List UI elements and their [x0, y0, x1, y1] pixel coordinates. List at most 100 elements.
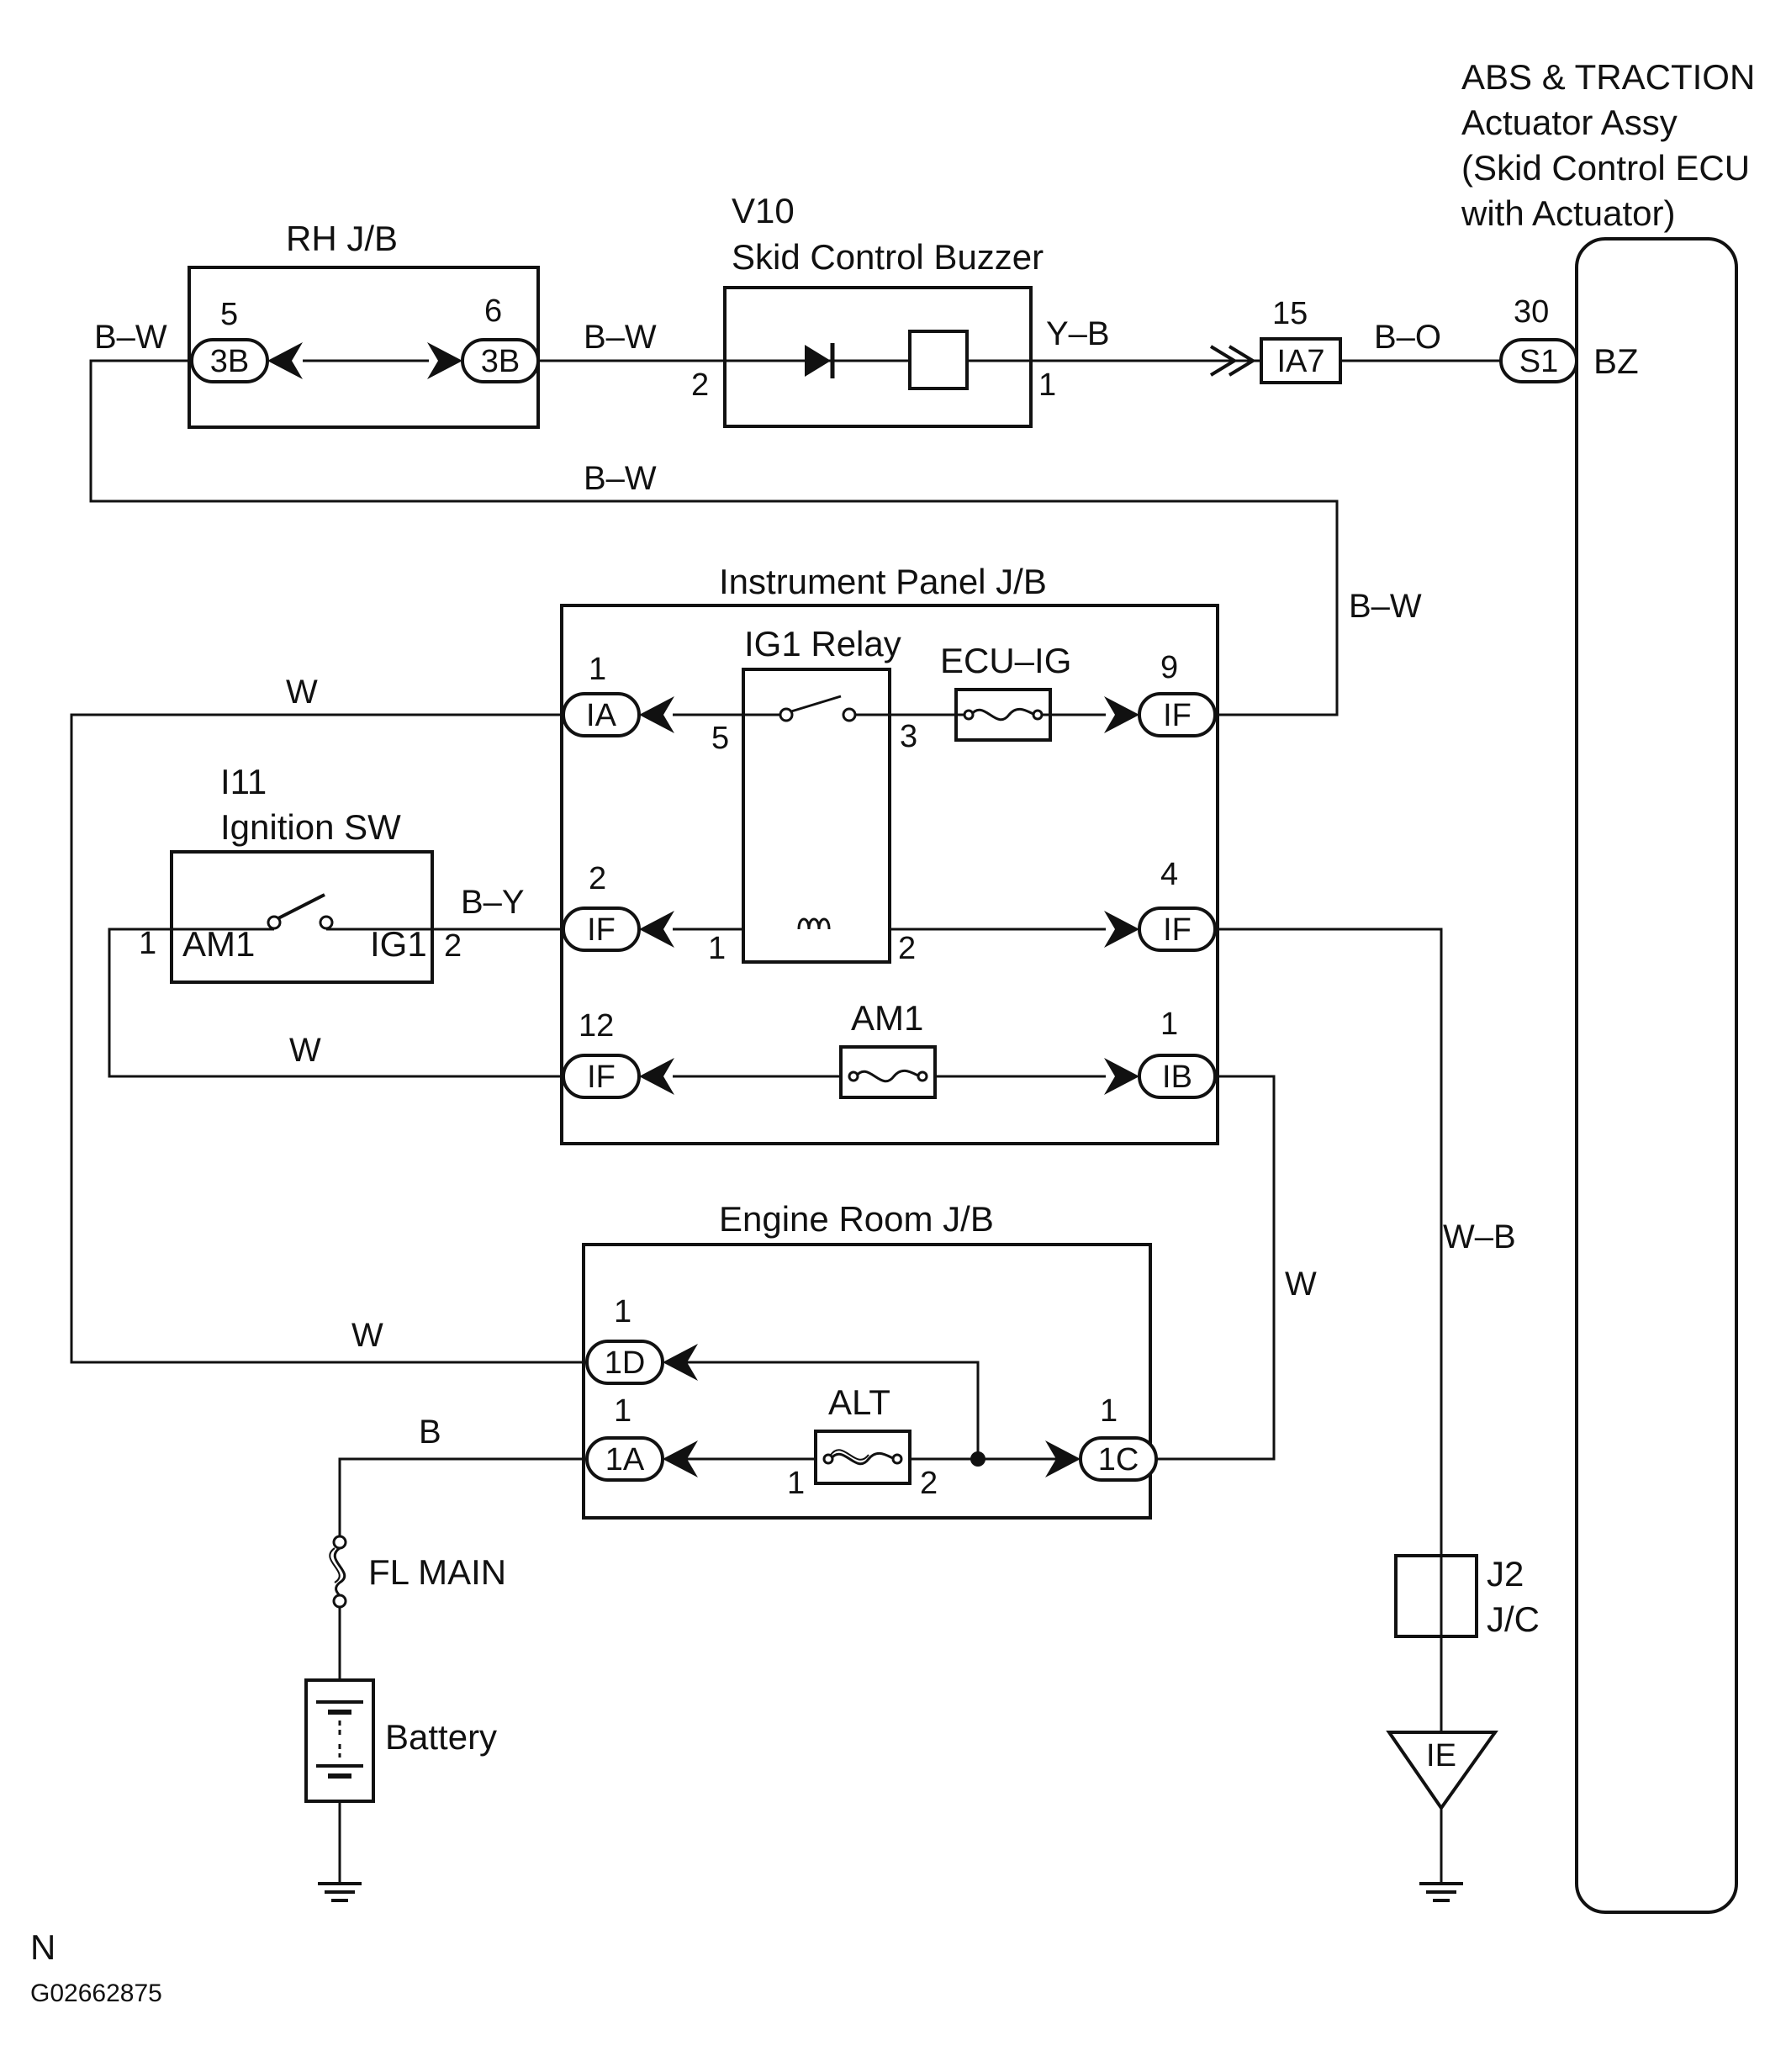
fl-main-fusible-link: FL MAIN: [329, 1535, 506, 1609]
connector-ia7-group: 15 IA7 30 S1: [1209, 294, 1578, 384]
rh-jb-label: RH J/B: [286, 219, 398, 258]
pin-5: 5: [220, 297, 238, 332]
connector-1d-label: 1D: [605, 1345, 646, 1381]
ecu-title-2: Actuator Assy: [1461, 103, 1678, 142]
battery: Battery: [304, 1678, 497, 1803]
double-arrow-icon-2: [1228, 345, 1256, 377]
alt-fuse-label: ALT: [828, 1382, 890, 1422]
connector-if4-arrow: [1104, 911, 1139, 948]
skid-control-buzzer: V10 Skid Control Buzzer 2 1: [691, 191, 1056, 428]
ignition-contact-b: [319, 915, 334, 930]
wire-label-b: B: [419, 1414, 441, 1451]
ignition-code: I11: [220, 762, 267, 801]
ecu-title-4: with Actuator): [1461, 193, 1675, 233]
ground-icon: [1418, 1882, 1465, 1902]
relay-coil-icon: [797, 917, 831, 930]
wire-label-w-4: W: [351, 1317, 383, 1354]
connector-if-4[interactable]: [1138, 906, 1217, 952]
connector-if2-arrow: [639, 911, 674, 948]
buzzer-box: [723, 286, 1033, 428]
fl-main-icon: [333, 1546, 346, 1597]
jc-label: J/C: [1487, 1599, 1540, 1639]
ecu-ig-fuse-label: ECU–IG: [940, 641, 1071, 680]
pin-30: 30: [1514, 294, 1549, 330]
fusible-link-icon: [829, 1451, 896, 1466]
ib-pin-1: 1: [1160, 1007, 1178, 1042]
pin-6: 6: [484, 293, 502, 329]
engine-room-jb-box: [582, 1243, 1152, 1520]
ignition-switch-arm: [277, 893, 325, 920]
connector-ia7-label: IA7: [1276, 344, 1324, 379]
wire-label-bw-4: B–W: [1349, 588, 1422, 625]
wire-label-wb: W–B: [1443, 1218, 1516, 1255]
connector-arrow-right: [427, 342, 462, 379]
footer-code: G02662875: [30, 1980, 162, 2007]
buzzer-element-icon: [908, 330, 969, 390]
fuse-icon: [970, 707, 1036, 722]
footer-n: N: [30, 1927, 55, 1967]
ecu-title-1: ABS & TRACTION: [1461, 57, 1755, 97]
buzzer-pin-1: 1: [1038, 367, 1056, 403]
ecu-title-3: (Skid Control ECU: [1461, 148, 1750, 188]
connector-ia7[interactable]: [1260, 337, 1342, 384]
connector-ia-arrow: [639, 696, 674, 733]
ignition-switch: I11 Ignition SW AM1 IG1 1 2: [139, 762, 462, 984]
connector-ib[interactable]: [1138, 1054, 1217, 1099]
ground-icon: [316, 1882, 363, 1902]
ig1-relay-label: IG1 Relay: [744, 624, 901, 663]
wire-b-battery: [338, 1457, 587, 1539]
battery-label: Battery: [385, 1717, 497, 1757]
fl-main-label: FL MAIN: [368, 1552, 506, 1592]
connector-1c[interactable]: [1079, 1436, 1158, 1482]
ground-point-ie: IE: [1386, 1731, 1498, 1811]
ignition-terminal-ig1: IG1: [370, 924, 427, 964]
connector-3b-right-label: 3B: [481, 344, 520, 379]
buzzer-code: V10: [732, 191, 795, 230]
connector-ia-label: IA: [586, 698, 617, 733]
double-arrow-icon: [1209, 345, 1238, 377]
buzzer-pin-2: 2: [691, 367, 709, 403]
connector-1c-label: 1C: [1098, 1442, 1139, 1477]
ecu-terminal-bz: BZ: [1593, 341, 1639, 381]
ignition-contact-a: [267, 915, 282, 930]
wire-label-bw-2: B–W: [584, 319, 657, 356]
ignition-name: Ignition SW: [220, 807, 401, 847]
ignition-contact-gap: [274, 917, 326, 942]
junction-dot: [970, 1451, 985, 1467]
connector-1c-arrow: [1045, 1440, 1081, 1477]
connector-1a-arrow: [663, 1440, 698, 1477]
ip-jb-box: [560, 604, 1219, 1145]
wire-label-w-2: W: [289, 1032, 321, 1069]
connector-arrow-left: [267, 342, 303, 379]
if-pin-2: 2: [589, 861, 606, 896]
wire-erjb-1d: [673, 1361, 980, 1459]
abs-traction-actuator: ABS & TRACTION Actuator Assy (Skid Contr…: [1461, 57, 1755, 1914]
connector-1d-arrow: [663, 1344, 698, 1381]
wire-label-w-1: W: [286, 674, 318, 711]
connector-if-9[interactable]: [1138, 692, 1217, 737]
wire-label-bw-1: B–W: [94, 319, 167, 356]
instrument-panel-junction-block: Instrument Panel J/B 1 IA IG1 Relay 5 3 …: [560, 562, 1219, 1145]
am1-fuse-label: AM1: [851, 998, 923, 1038]
connector-if-4-label: IF: [1163, 912, 1192, 948]
ignition-switch-box: [170, 850, 434, 984]
connector-ib-label: IB: [1162, 1060, 1192, 1095]
wire-label-w-3: W: [1285, 1266, 1317, 1303]
junction-connector-j2: J2 J/C: [1394, 1554, 1540, 1639]
wire-label-yb: Y–B: [1046, 315, 1110, 352]
engine-room-junction-block: Engine Room J/B 1 1D 1 1A ALT 1 2 1 1C: [582, 1199, 1158, 1520]
wire-label-bw-3: B–W: [584, 460, 657, 497]
ecu-body: [1575, 237, 1738, 1914]
if-pin-4: 4: [1160, 857, 1178, 892]
wire-label-bo: B–O: [1374, 319, 1441, 356]
connector-3b-left-label: 3B: [210, 344, 249, 379]
connector-if12-arrow: [639, 1058, 674, 1095]
connector-1a-label: 1A: [605, 1442, 645, 1477]
diode-icon: [805, 345, 831, 377]
ignition-terminal-am1: AM1: [182, 924, 255, 964]
fl-main-terminal-bottom: [332, 1594, 347, 1609]
alt-pin-1: 1: [787, 1466, 805, 1501]
connector-s1-label: S1: [1519, 344, 1558, 379]
relay-switch-arm: [790, 695, 842, 713]
